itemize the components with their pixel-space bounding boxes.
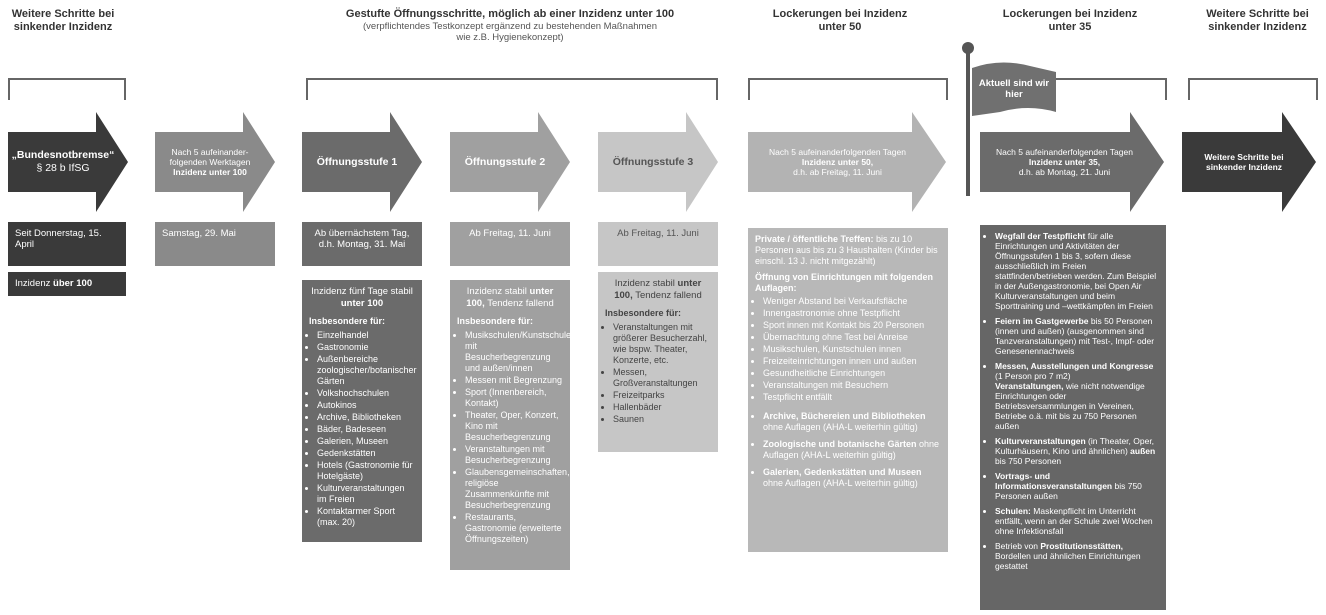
stufe1-condition: Inzidenz fünf Tage stabil unter 100 — [311, 286, 413, 309]
list-item: Hallenbäder — [613, 402, 711, 413]
stufe3-box: Inzidenz stabil unter 100, Tendenz falle… — [598, 272, 718, 452]
arrow-inzidenz-100 — [155, 112, 275, 212]
list-item: Volkshochschulen — [317, 388, 415, 399]
arrow-stufe2 — [450, 112, 570, 212]
list-item: Schulen: Maskenpflicht im Unterricht ent… — [995, 506, 1159, 536]
list-item: Kulturveranstaltungen im Freien — [317, 483, 415, 505]
list-item: Einzelhandel — [317, 330, 415, 341]
list-item: Weniger Abstand bei Verkaufsfläche — [763, 296, 941, 307]
list-item: Saunen — [613, 414, 711, 425]
incidence-box-1: Inzidenz über 100 — [8, 272, 126, 296]
list-item: Gedenkstätten — [317, 448, 415, 459]
stufe1-list: Einzelhandel Gastronomie Außenbereiche z… — [309, 330, 417, 528]
date-box-4: Ab Freitag, 11. Juni — [450, 222, 570, 266]
arrow5-label: Öffnungsstufe 3 — [612, 155, 694, 168]
arrow-stufe1 — [302, 112, 422, 212]
stufe2-heading: Insbesondere für: — [457, 316, 534, 326]
list-item: Zoologische und botanische Gärten ohne A… — [763, 439, 941, 461]
flag-ball — [962, 42, 974, 54]
list-item: Freizeiteinrichtungen innen und außen — [763, 356, 941, 367]
arrow-right — [1182, 112, 1316, 212]
arrow-bundesnotbremse — [8, 112, 128, 212]
list-item: Kulturveranstaltungen (in Theater, Oper,… — [995, 436, 1159, 466]
stufe3-condition: Inzidenz stabil unter 100, Tendenz falle… — [614, 278, 702, 301]
list-item: Kontaktarmer Sport (max. 20) — [317, 506, 415, 528]
date-box-2: Samstag, 29. Mai — [155, 222, 275, 266]
date-box-1: Seit Donnerstag, 15. April — [8, 222, 126, 266]
stufe2-condition: Inzidenz stabil unter 100, Tendenz falle… — [466, 286, 554, 309]
lock35-list: Wegfall der Testpflicht für alle Einrich… — [987, 231, 1159, 571]
list-item: Veranstaltungen mit größerer Besucherzah… — [613, 322, 711, 366]
list-item: Sport innen mit Kontakt bis 20 Personen — [763, 320, 941, 331]
list-item: Messen, Großveranstaltungen — [613, 367, 711, 389]
list-item: Hotels (Gastronomie für Hotelgäste) — [317, 460, 415, 482]
date-box-3: Ab übernächstem Tag, d.h. Montag, 31. Ma… — [302, 222, 422, 266]
lock35-box: Wegfall der Testpflicht für alle Einrich… — [980, 225, 1166, 610]
bracket-lock50 — [748, 78, 948, 100]
flag-banner — [972, 62, 1056, 116]
list-item: Messen, Ausstellungen und Kongresse (1 P… — [995, 361, 1159, 431]
list-item: Theater, Oper, Konzert, Kino mit Besuche… — [465, 410, 563, 443]
lock50-list: Weniger Abstand bei Verkaufsfläche Innen… — [755, 296, 941, 403]
arrow-lock35 — [980, 112, 1164, 212]
list-item: Betrieb von Prostitutionsstätten, Bordel… — [995, 541, 1159, 571]
list-item: Restaurants, Gastronomie (erweiterte Öff… — [465, 512, 563, 545]
list-item: Autokinos — [317, 400, 415, 411]
header-right: Weitere Schritte bei sinkender Inzidenz — [1206, 8, 1309, 33]
header-stufen: Gestufte Öffnungsschritte, möglich ab ei… — [345, 8, 675, 43]
list-item: Feiern im Gastgewerbe bis 50 Personen (i… — [995, 316, 1159, 356]
stufe2-box: Inzidenz stabil unter 100, Tendenz falle… — [450, 280, 570, 570]
list-item: Wegfall der Testpflicht für alle Einrich… — [995, 231, 1159, 311]
header-lock35: Lockerungen bei Inzidenz unter 35 — [1002, 8, 1138, 33]
list-item: Gesundheitliche Einrichtungen — [763, 368, 941, 379]
list-item: Glaubensgemeinschaften, religiöse Zusamm… — [465, 467, 570, 511]
lock50-list2: Archive, Büchereien und Bibliotheken ohn… — [755, 411, 941, 489]
header-left: Weitere Schritte bei sinkender Inzidenz — [11, 8, 115, 33]
flag-label: Aktuell sind wir hier — [978, 78, 1050, 100]
stufe3-heading: Insbesondere für: — [605, 308, 682, 318]
stufe3-list: Veranstaltungen mit größerer Besucherzah… — [605, 322, 711, 425]
lock50-p1: Private / öffentliche Treffen: bis zu 10… — [755, 234, 938, 266]
list-item: Archive, Bibliotheken — [317, 412, 415, 423]
stufe2-list: Musikschulen/Kunstschulen mit Besucherbe… — [457, 330, 570, 545]
arrow1-label: „Bundesnotbremse“§ 28 b IfSG — [11, 149, 115, 174]
list-item: Gastronomie — [317, 342, 415, 353]
list-item: Vortrags- und Informationsveranstaltunge… — [995, 471, 1159, 501]
stufe1-heading: Insbesondere für: — [309, 316, 386, 326]
list-item: Veranstaltungen mit Besucherbegrenzung — [465, 444, 563, 466]
bracket-stufen — [306, 78, 718, 100]
list-item: Archive, Büchereien und Bibliotheken ohn… — [763, 411, 941, 433]
stufe1-box: Inzidenz fünf Tage stabil unter 100 Insb… — [302, 280, 422, 542]
lock50-p2: Öffnung von Einrichtungen mit folgenden … — [755, 272, 933, 293]
list-item: Veranstaltungen mit Besuchern — [763, 380, 941, 391]
arrow3-label: Öffnungsstufe 1 — [316, 155, 398, 168]
list-item: Musikschulen/Kunstschulen mit Besucherbe… — [465, 330, 570, 374]
list-item: Außenbereiche zoologischer/botanischer G… — [317, 354, 417, 387]
list-item: Testpflicht entfällt — [763, 392, 941, 403]
arrow8-label: Weitere Schritte bei sinkender Inzidenz — [1204, 152, 1284, 172]
arrow4-label: Öffnungsstufe 2 — [464, 155, 546, 168]
date-box-5: Ab Freitag, 11. Juni — [598, 222, 718, 266]
list-item: Sport (Innenbereich, Kontakt) — [465, 387, 563, 409]
list-item: Messen mit Begrenzung — [465, 375, 563, 386]
arrow-stufe3 — [598, 112, 718, 212]
arrow-lock50 — [748, 112, 946, 212]
list-item: Musikschulen, Kunstschulen innen — [763, 344, 941, 355]
list-item: Innengastronomie ohne Testpflicht — [763, 308, 941, 319]
bracket-right — [1188, 78, 1318, 100]
bracket-left — [8, 78, 126, 100]
lock50-box: Private / öffentliche Treffen: bis zu 10… — [748, 228, 948, 552]
header-lock50: Lockerungen bei Inzidenz unter 50 — [772, 8, 908, 33]
list-item: Übernachtung ohne Test bei Anreise — [763, 332, 941, 343]
list-item: Galerien, Gedenkstätten und Museen ohne … — [763, 467, 941, 489]
list-item: Freizeitparks — [613, 390, 711, 401]
list-item: Bäder, Badeseen — [317, 424, 415, 435]
list-item: Galerien, Museen — [317, 436, 415, 447]
